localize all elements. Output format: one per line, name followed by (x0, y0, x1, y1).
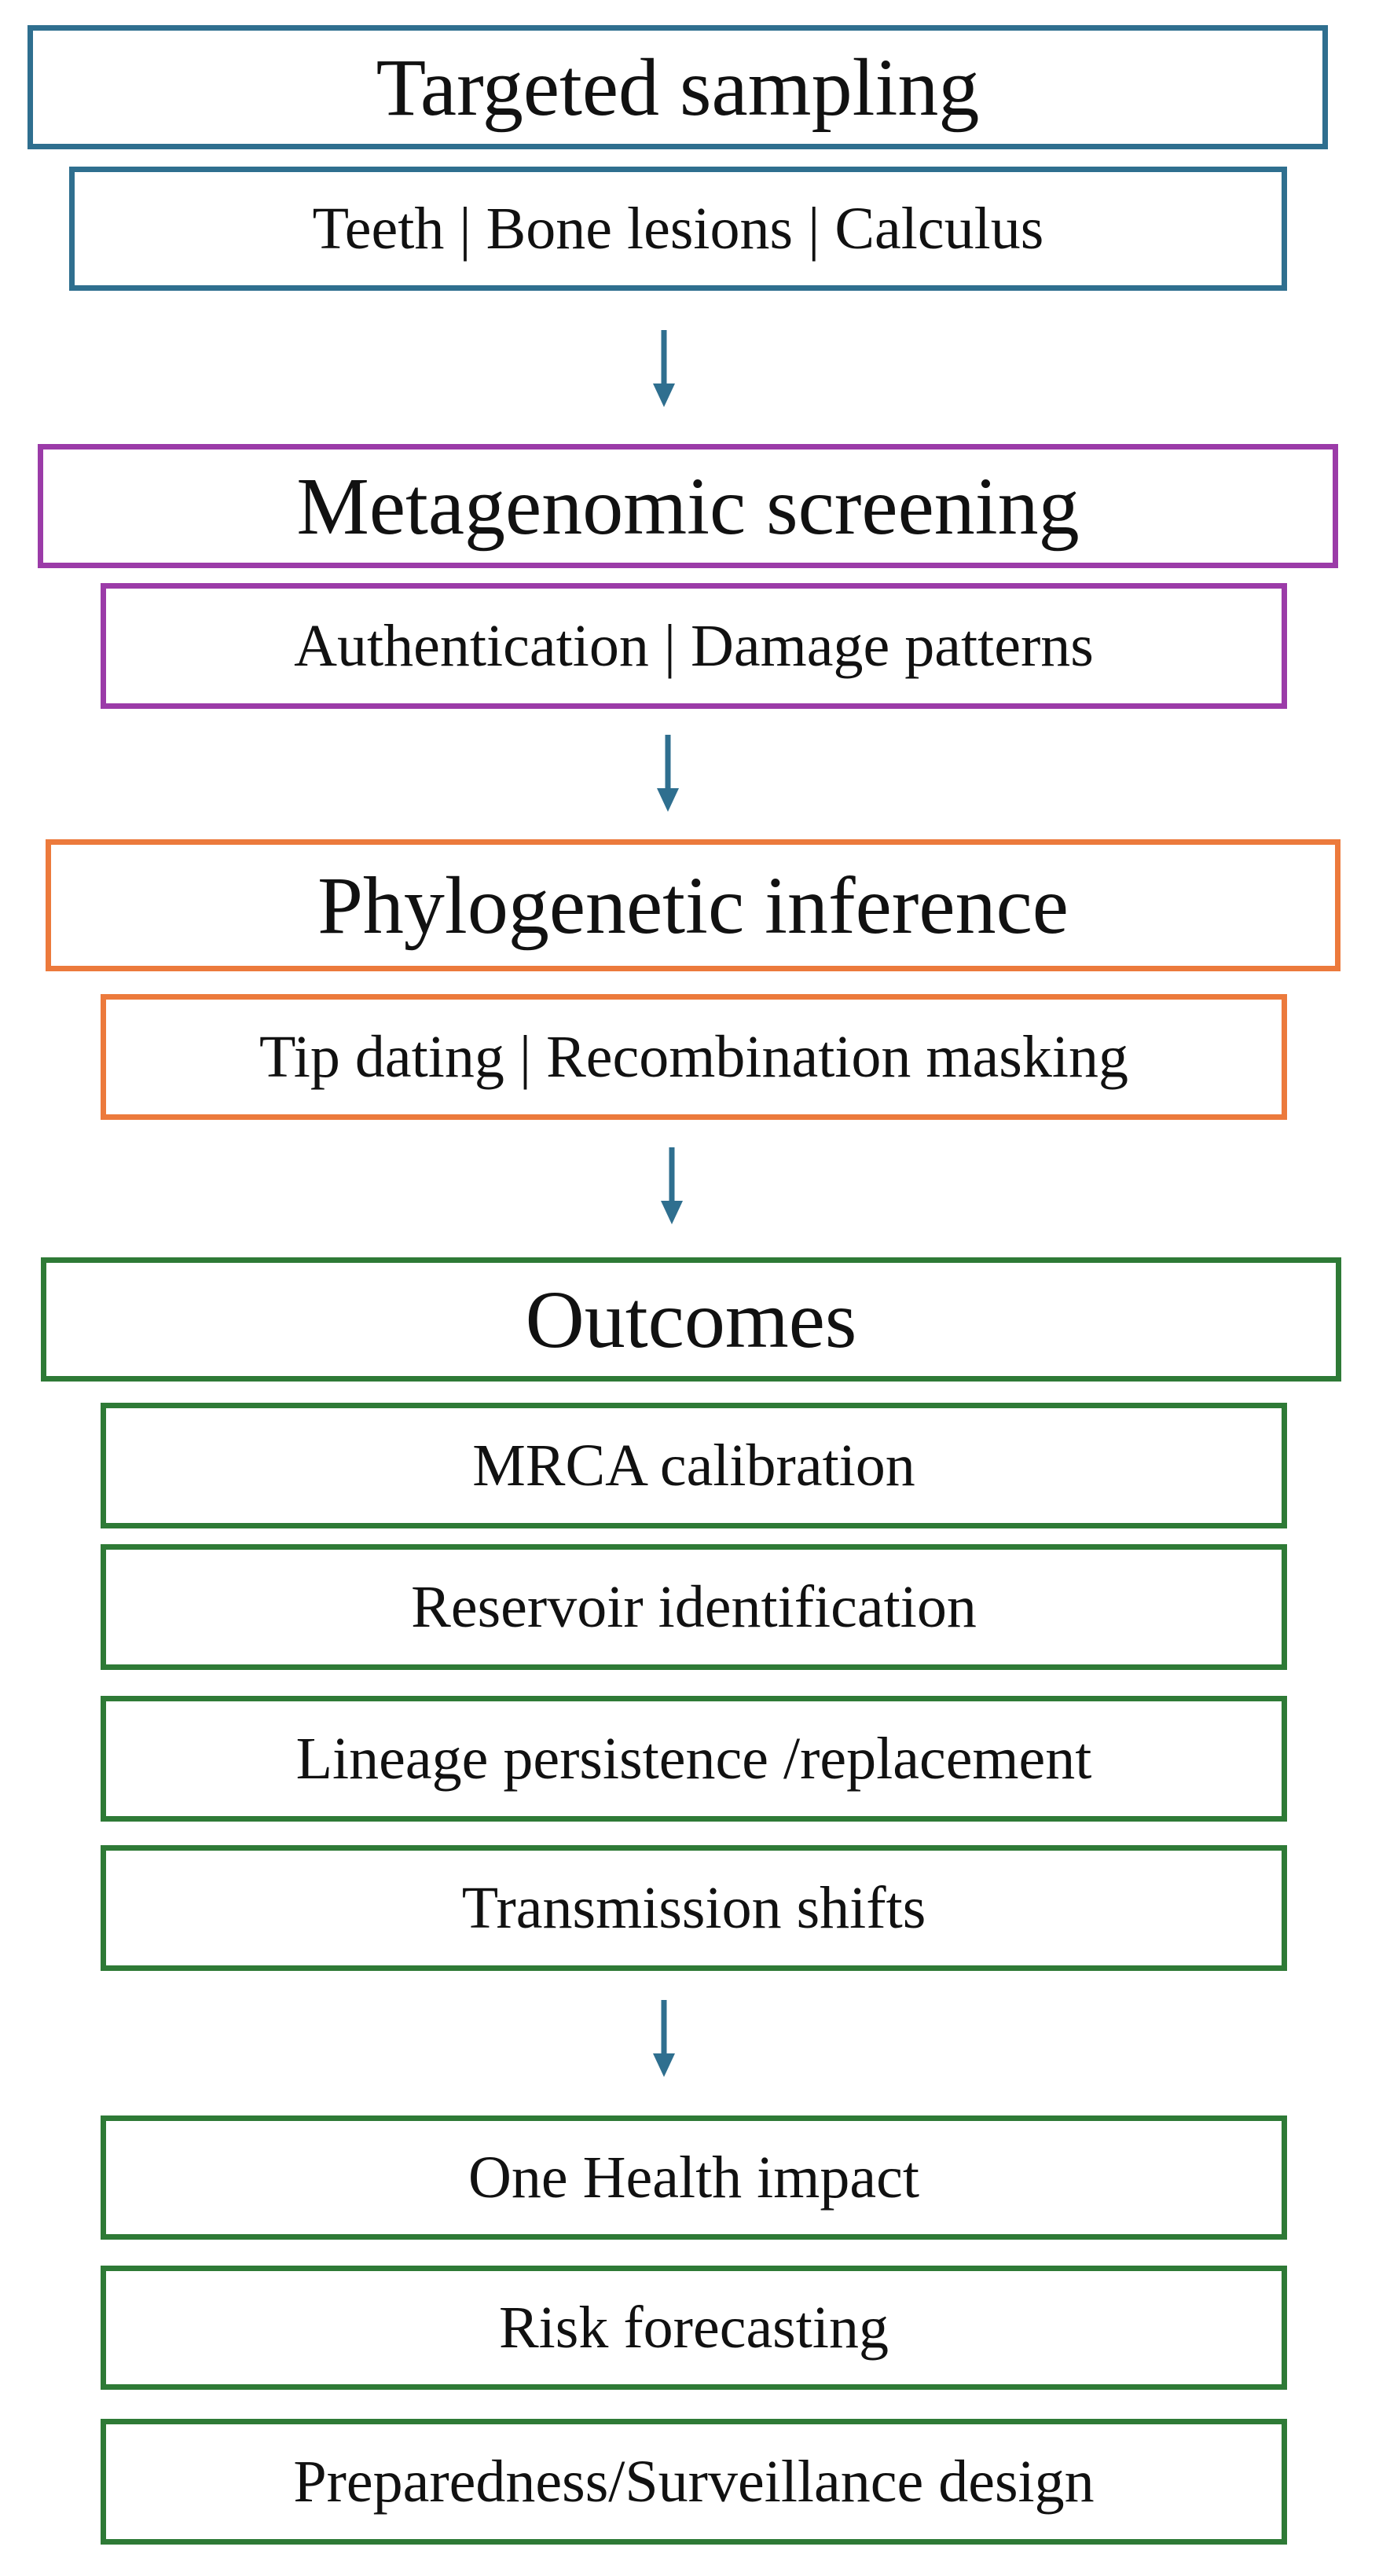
stage-title-phylogenetic-inference: Phylogenetic inference (46, 839, 1340, 971)
outcome-item-reservoir-identification: Reservoir identification (101, 1544, 1287, 1670)
impact-item-risk-forecasting: Risk forecasting (101, 2266, 1287, 2390)
outcome-item-mrca-calibration: MRCA calibration (101, 1403, 1287, 1528)
outcome-item-transmission-shifts: Transmission shifts (101, 1845, 1287, 1971)
down-arrow-icon (653, 330, 675, 407)
impact-item-preparedness: Preparedness/Surveillance design (101, 2419, 1287, 2545)
stage-detail-metagenomic-screening: Authentication | Damage patterns (101, 583, 1287, 709)
stage-detail-targeted-sampling: Teeth | Bone lesions | Calculus (69, 167, 1287, 291)
stage-title-metagenomic-screening: Metagenomic screening (38, 444, 1338, 568)
down-arrow-icon (657, 735, 679, 812)
stage-detail-phylogenetic-inference: Tip dating | Recombination masking (101, 994, 1287, 1120)
stage-title-outcomes: Outcomes (41, 1257, 1341, 1382)
impact-item-one-health: One Health impact (101, 2115, 1287, 2240)
outcome-item-lineage-persistence: Lineage persistence /replacement (101, 1696, 1287, 1822)
down-arrow-icon (653, 2000, 675, 2077)
down-arrow-icon (661, 1147, 683, 1224)
stage-title-targeted-sampling: Targeted sampling (28, 25, 1328, 149)
